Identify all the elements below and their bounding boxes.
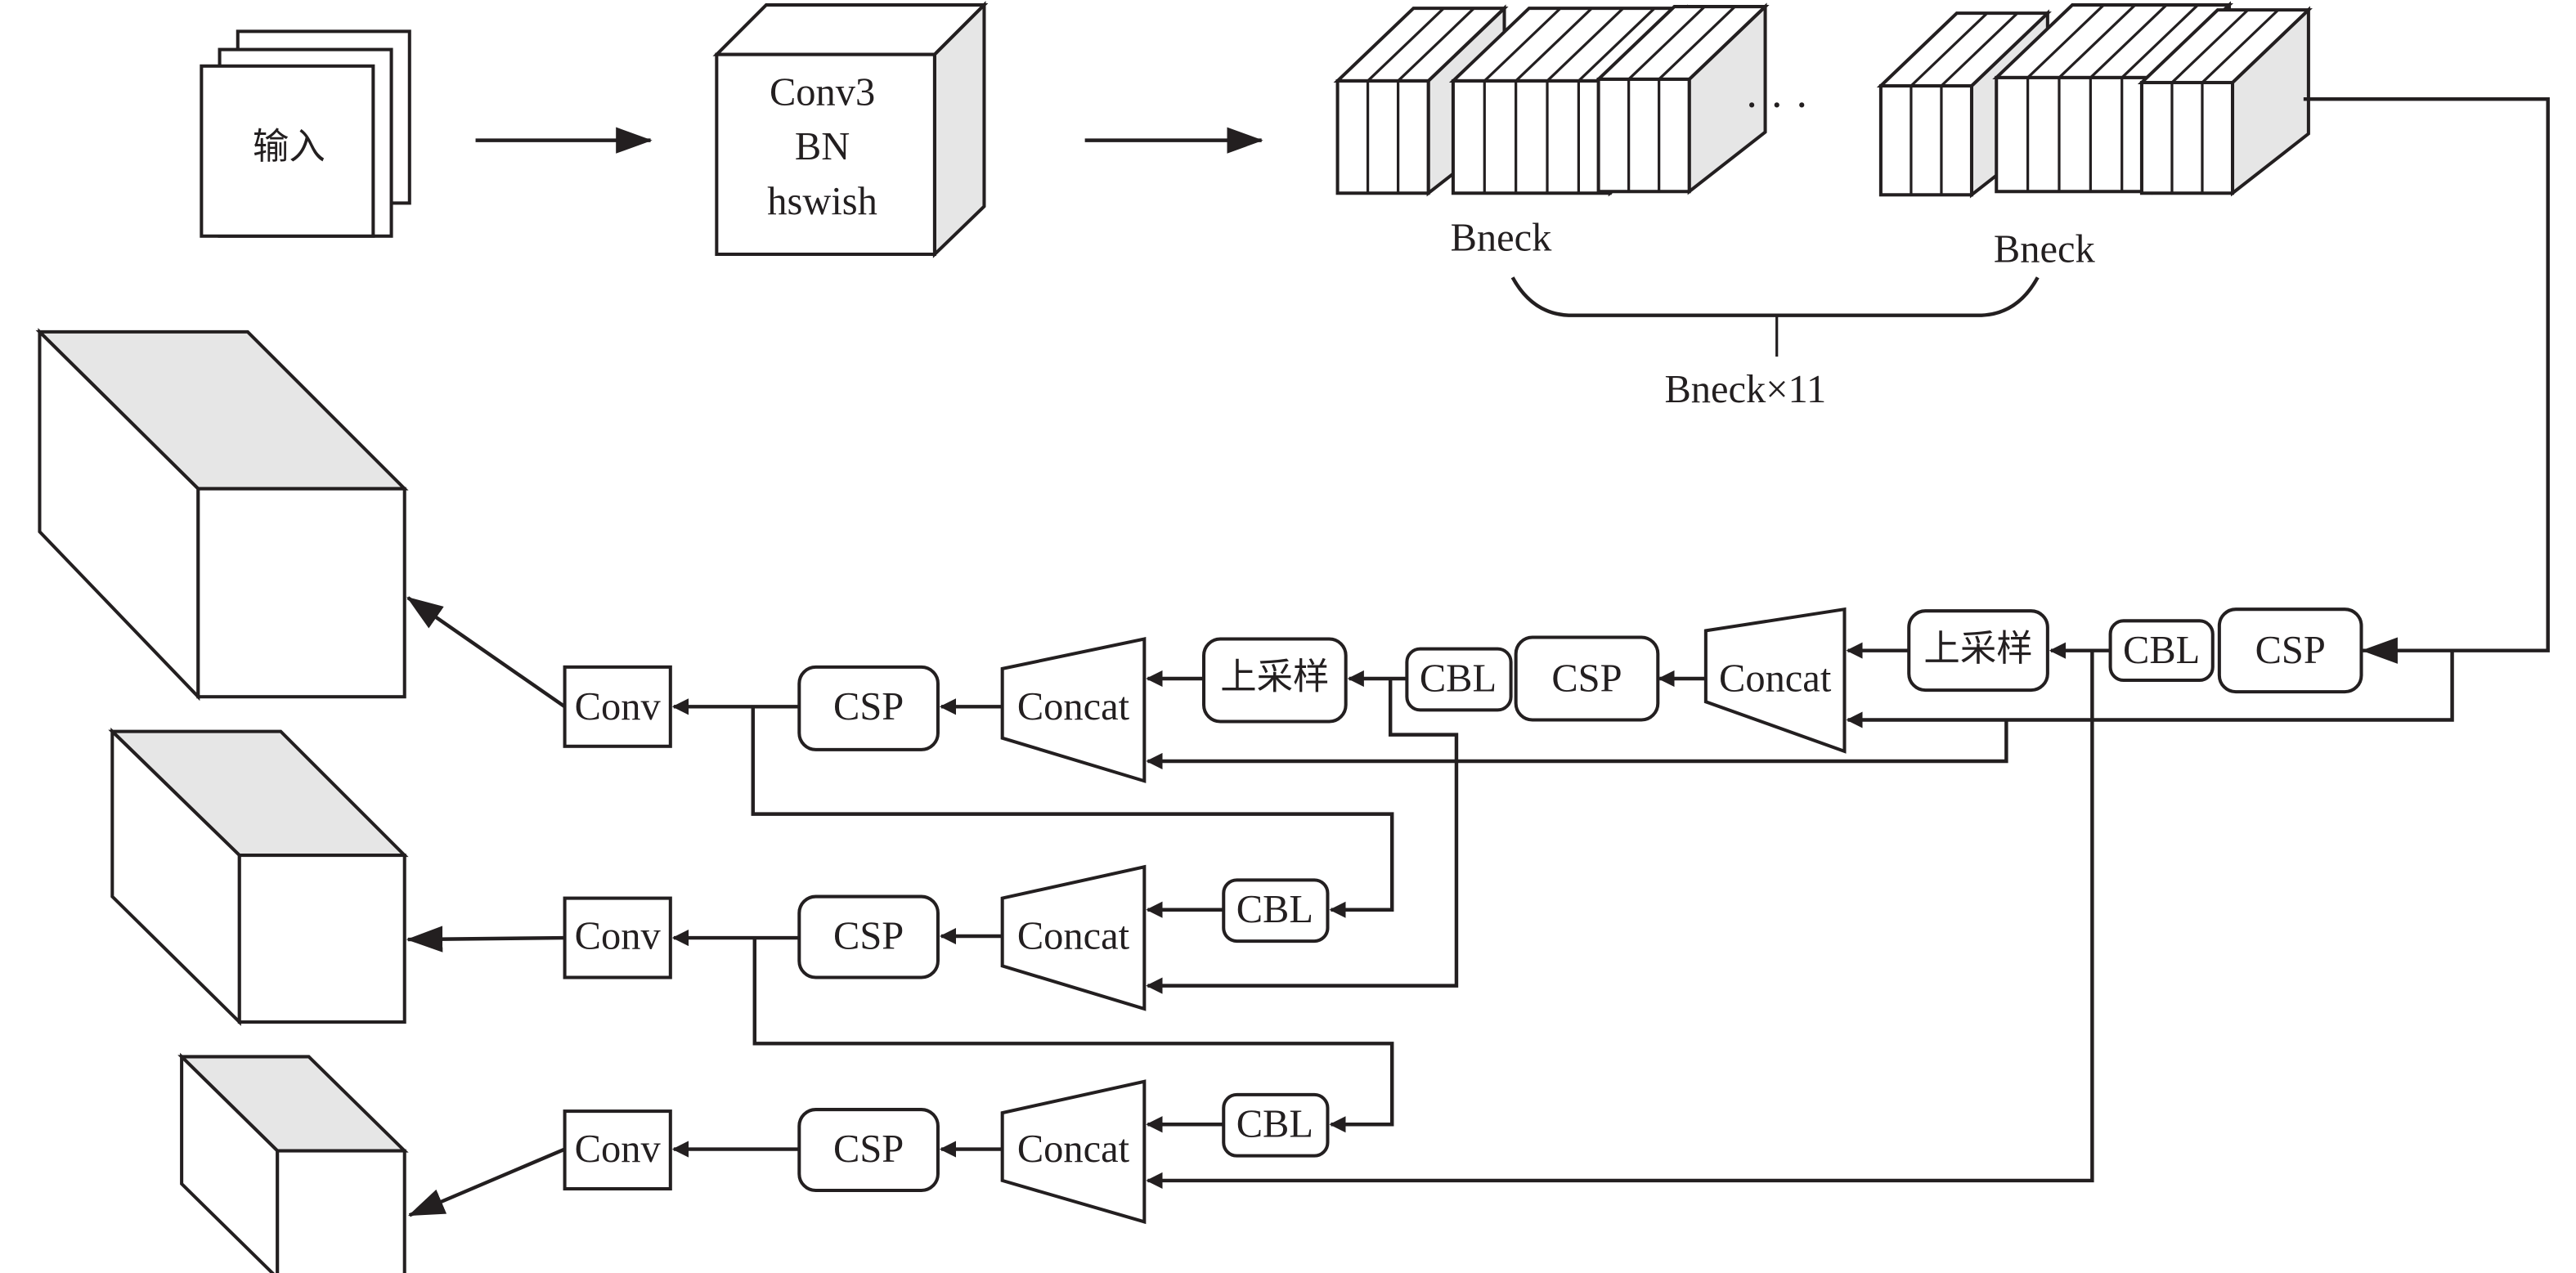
bneck-slice-top-divider <box>1367 7 1445 83</box>
connector-csp1-to-concat1 <box>1846 650 2454 728</box>
connector-backbone-to-csp <box>2303 96 2550 664</box>
connector-head1-to-cbl3 <box>751 706 1394 918</box>
head-cbl-3-label: CBL <box>1236 1103 1313 1146</box>
connector-head2-to-cbl4 <box>752 938 1394 1133</box>
bneck-slice-top-divider <box>2089 3 2168 79</box>
input-label: 输入 <box>253 126 325 168</box>
output-small-side <box>180 1052 280 1273</box>
bneck-block-front <box>1596 77 1691 194</box>
input-sheet-front <box>200 64 375 238</box>
bneck-blocks <box>1333 1 2313 199</box>
head-concat-2-label: Concat <box>1017 915 1130 958</box>
connector-row1-to-concat2 <box>1146 719 2008 770</box>
head-cbl-2-label: CBL <box>1236 888 1313 931</box>
output-large-front <box>196 486 406 699</box>
bneck-slice-top-divider <box>1483 7 1562 83</box>
head-csp-2-label: CSP <box>833 915 904 958</box>
bneck-brace <box>1510 276 2040 317</box>
bneck-block-front <box>1878 83 1973 197</box>
output-cuboid-medium <box>108 727 409 1026</box>
bneck-block <box>2137 6 2313 197</box>
output-cuboid-large <box>35 328 409 701</box>
bneck-slice-top-divider <box>1627 5 1706 81</box>
connector-cbl2-to-concat3 <box>1146 678 1459 994</box>
output-cuboid-small <box>177 1052 409 1273</box>
bneck-slice-top-divider <box>1940 11 2018 87</box>
head-csp-1-label: CSP <box>833 685 904 728</box>
head-conv-3 <box>563 1109 672 1191</box>
neck-upsample-1-label: 上采样 <box>1923 628 2032 670</box>
bneck-group-label: Bneck×11 <box>1664 368 1826 411</box>
stem-line-1: Conv3 <box>770 71 875 114</box>
input-stack: 输入 <box>200 29 411 238</box>
bneck-slice-top-divider <box>1546 7 1625 83</box>
bneck-block-front <box>1335 78 1430 195</box>
stem-cube-front <box>715 52 936 257</box>
head-conv-2 <box>563 896 672 979</box>
neck-cbl-2-label: CBL <box>1420 657 1497 700</box>
bneck-label-left: Bneck <box>1451 216 1553 259</box>
neck-cbl-1-label: CBL <box>2123 629 2200 672</box>
neck-concat-2 <box>1000 637 1147 783</box>
output-medium-front <box>237 854 406 1024</box>
neck-upsample-2-label: 上采样 <box>1220 656 1329 697</box>
bneck-slice-top-divider <box>1577 7 1656 83</box>
bneck-slice-top-divider <box>1397 7 1475 83</box>
stem-line-2: BN <box>795 125 850 168</box>
bneck-slice-top-divider <box>2120 3 2199 79</box>
bneck-label-right: Bneck <box>1994 227 2096 271</box>
stem-cube: Conv3 BN hswish <box>712 1 989 258</box>
bneck-slice-top-divider <box>2201 8 2279 84</box>
head-concat-3 <box>1000 1079 1147 1225</box>
bneck-slice-top-divider <box>1910 11 1988 87</box>
bneck-block <box>1594 2 1770 195</box>
head-csp-3-label: CSP <box>833 1127 904 1171</box>
neck-concat-1-label: Concat <box>1719 657 1832 700</box>
arrow-conv2-to-output2 <box>406 926 565 953</box>
neck-concat-2-label: Concat <box>1017 685 1130 728</box>
output-small-front <box>276 1149 406 1273</box>
connector-cbl1-to-concat4 <box>1146 650 2094 1190</box>
bneck-block-front <box>1451 78 1612 195</box>
bneck-slice-top-divider <box>2058 3 2136 79</box>
bneck-block-front <box>1995 75 2156 194</box>
neck-csp-1-label: CSP <box>2255 629 2326 672</box>
head-conv-1-label: Conv <box>575 685 662 728</box>
neck-csp-2-label: CSP <box>1551 657 1622 700</box>
head-concat-3-label: Concat <box>1017 1127 1130 1171</box>
head-conv-3-label: Conv <box>575 1127 662 1171</box>
neck-csp-1 <box>2217 607 2363 694</box>
bneck-ellipsis: · · · <box>1744 82 1809 129</box>
neck-csp-2 <box>1514 635 1660 722</box>
arrow-conv1-to-output1 <box>406 596 566 709</box>
bneck-slice-top-divider <box>2026 3 2105 79</box>
bneck-slice-top-divider <box>1515 7 1593 83</box>
head-conv-2-label: Conv <box>575 915 662 958</box>
arrow-conv3-to-output3 <box>407 1147 566 1217</box>
head-concat-2 <box>1000 864 1147 1011</box>
bneck-slice-top-divider <box>1658 5 1736 81</box>
bneck-block-front <box>2139 80 2235 195</box>
stem-line-3: hswish <box>767 180 877 223</box>
head-conv-1 <box>563 665 672 748</box>
bneck-slice-top-divider <box>2170 8 2249 84</box>
